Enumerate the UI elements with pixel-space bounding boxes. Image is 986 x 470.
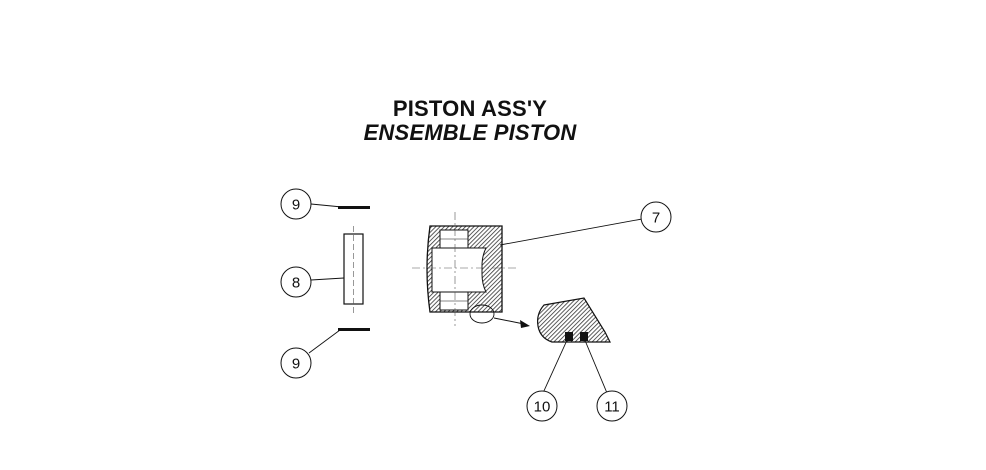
diagram-title: PISTON ASS'Y <box>392 96 548 121</box>
svg-text:10: 10 <box>534 399 551 416</box>
svg-text:7: 7 <box>652 210 660 227</box>
part-9-top-ring <box>338 206 370 209</box>
part-8-seal <box>343 226 364 314</box>
part-7-piston-body <box>412 212 516 326</box>
svg-text:9: 9 <box>292 356 300 373</box>
part-9-bottom-ring <box>338 328 370 331</box>
callout-11: 11 <box>596 390 628 422</box>
callout-8: 8 <box>280 266 312 298</box>
diagram-subtitle: ENSEMBLE PISTON <box>363 120 577 145</box>
callout-10: 10 <box>526 390 558 422</box>
callout-9-bottom: 9 <box>280 347 312 379</box>
callout-7: 7 <box>640 201 672 233</box>
leader-lines <box>308 203 643 394</box>
svg-text:8: 8 <box>292 275 300 292</box>
svg-text:11: 11 <box>604 399 620 416</box>
detail-arrow <box>493 317 530 328</box>
callout-9-top: 9 <box>280 188 312 220</box>
svg-text:9: 9 <box>292 197 300 214</box>
detail-view-piston-edge <box>537 297 611 343</box>
